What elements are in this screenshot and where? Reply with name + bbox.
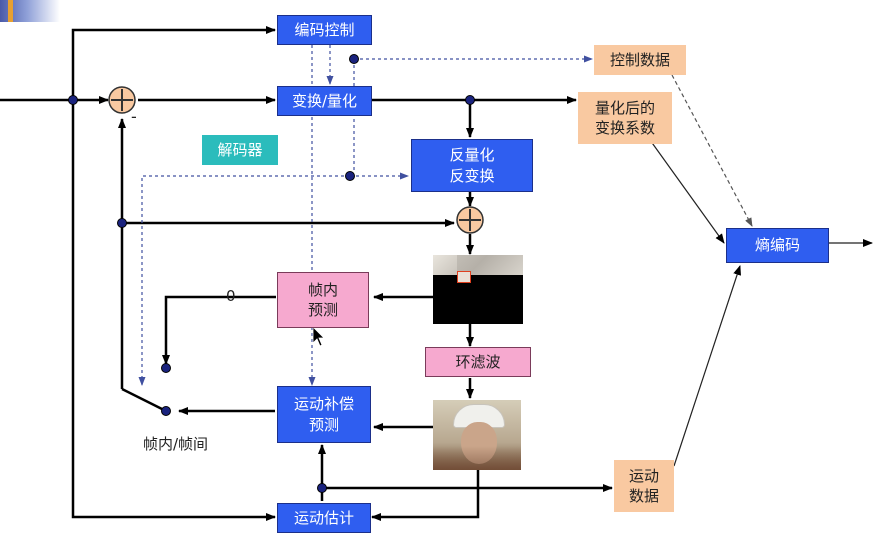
subtractor [108,86,136,114]
adder [456,206,484,234]
entropy-coding-label: 熵编码 [754,236,800,255]
switch-intra-contact [161,363,171,373]
decoder-label: 解码器 [217,140,263,159]
intra-prediction-block: 帧内 预测 [277,272,369,328]
coeff-junction-dot [465,95,475,105]
slide-corner-badge [0,0,60,22]
mc-prediction-block: 运动补偿 预测 [277,386,371,443]
switch-inter-contact [161,406,171,416]
transform-quantize-block: 变换/量化 [277,86,372,116]
control-data-to-entropy-dashed [671,74,753,227]
coding-control-block: 编码控制 [277,15,372,45]
solid-connections [0,26,613,521]
intra-to-switch-line [162,295,276,365]
coeff-to-entropy-line [649,139,725,244]
junction-dots [68,54,475,493]
face-shadow [433,446,521,470]
thin-connections [649,139,873,467]
input-junction-dot [68,95,78,105]
motion-to-entropy-line [673,265,741,467]
inverse-label: 反量化 反变换 [449,146,495,185]
mouse-cursor-icon [312,326,325,347]
inverse-block: 反量化 反变换 [411,139,533,192]
minus-sign-label: - [131,107,137,126]
control-junction-dot [349,54,359,64]
entropy-coding-block: 熵编码 [726,228,829,263]
decoder-label-box: 解码器 [202,135,278,165]
transform-quantize-label: 变换/量化 [291,91,358,110]
input-to-me-line [71,100,276,521]
motion-estimation-label: 运动估计 [293,508,354,527]
quantized-coeffs-box: 量化后的 变换系数 [578,92,672,144]
motion-data-label: 运动 数据 [628,466,659,505]
mc-prediction-label: 运动补偿 预测 [293,395,354,434]
slide-corner-mark [8,0,13,22]
reconstructed-frame-thumbnail [433,255,523,324]
control-data-box: 控制数据 [594,45,686,75]
frame-highlight-box [457,271,471,283]
control-data-label: 控制数据 [609,50,670,69]
intra-prediction-label: 帧内 预测 [307,280,338,319]
frame-left-part [433,255,457,275]
motion-estimation-block: 运动估计 [277,503,371,533]
intra-inter-switch-label: 帧内/帧间 [143,435,209,453]
prediction-junction-dot [117,218,127,228]
ref-to-me-line [371,470,480,521]
me-junction-dot [317,483,327,493]
zero-label: 0 [226,287,236,305]
coding-control-label: 编码控制 [294,20,355,39]
input-to-control-line [71,26,276,100]
control-branch-dot [345,171,355,181]
reference-frame-thumbnail [433,400,521,470]
loop-filter-block: 环滤波 [425,347,531,377]
quantized-coeffs-label: 量化后的 变换系数 [594,98,655,137]
loop-filter-label: 环滤波 [455,352,501,371]
switch-arm-line [121,387,167,413]
motion-data-box: 运动 数据 [614,460,674,512]
